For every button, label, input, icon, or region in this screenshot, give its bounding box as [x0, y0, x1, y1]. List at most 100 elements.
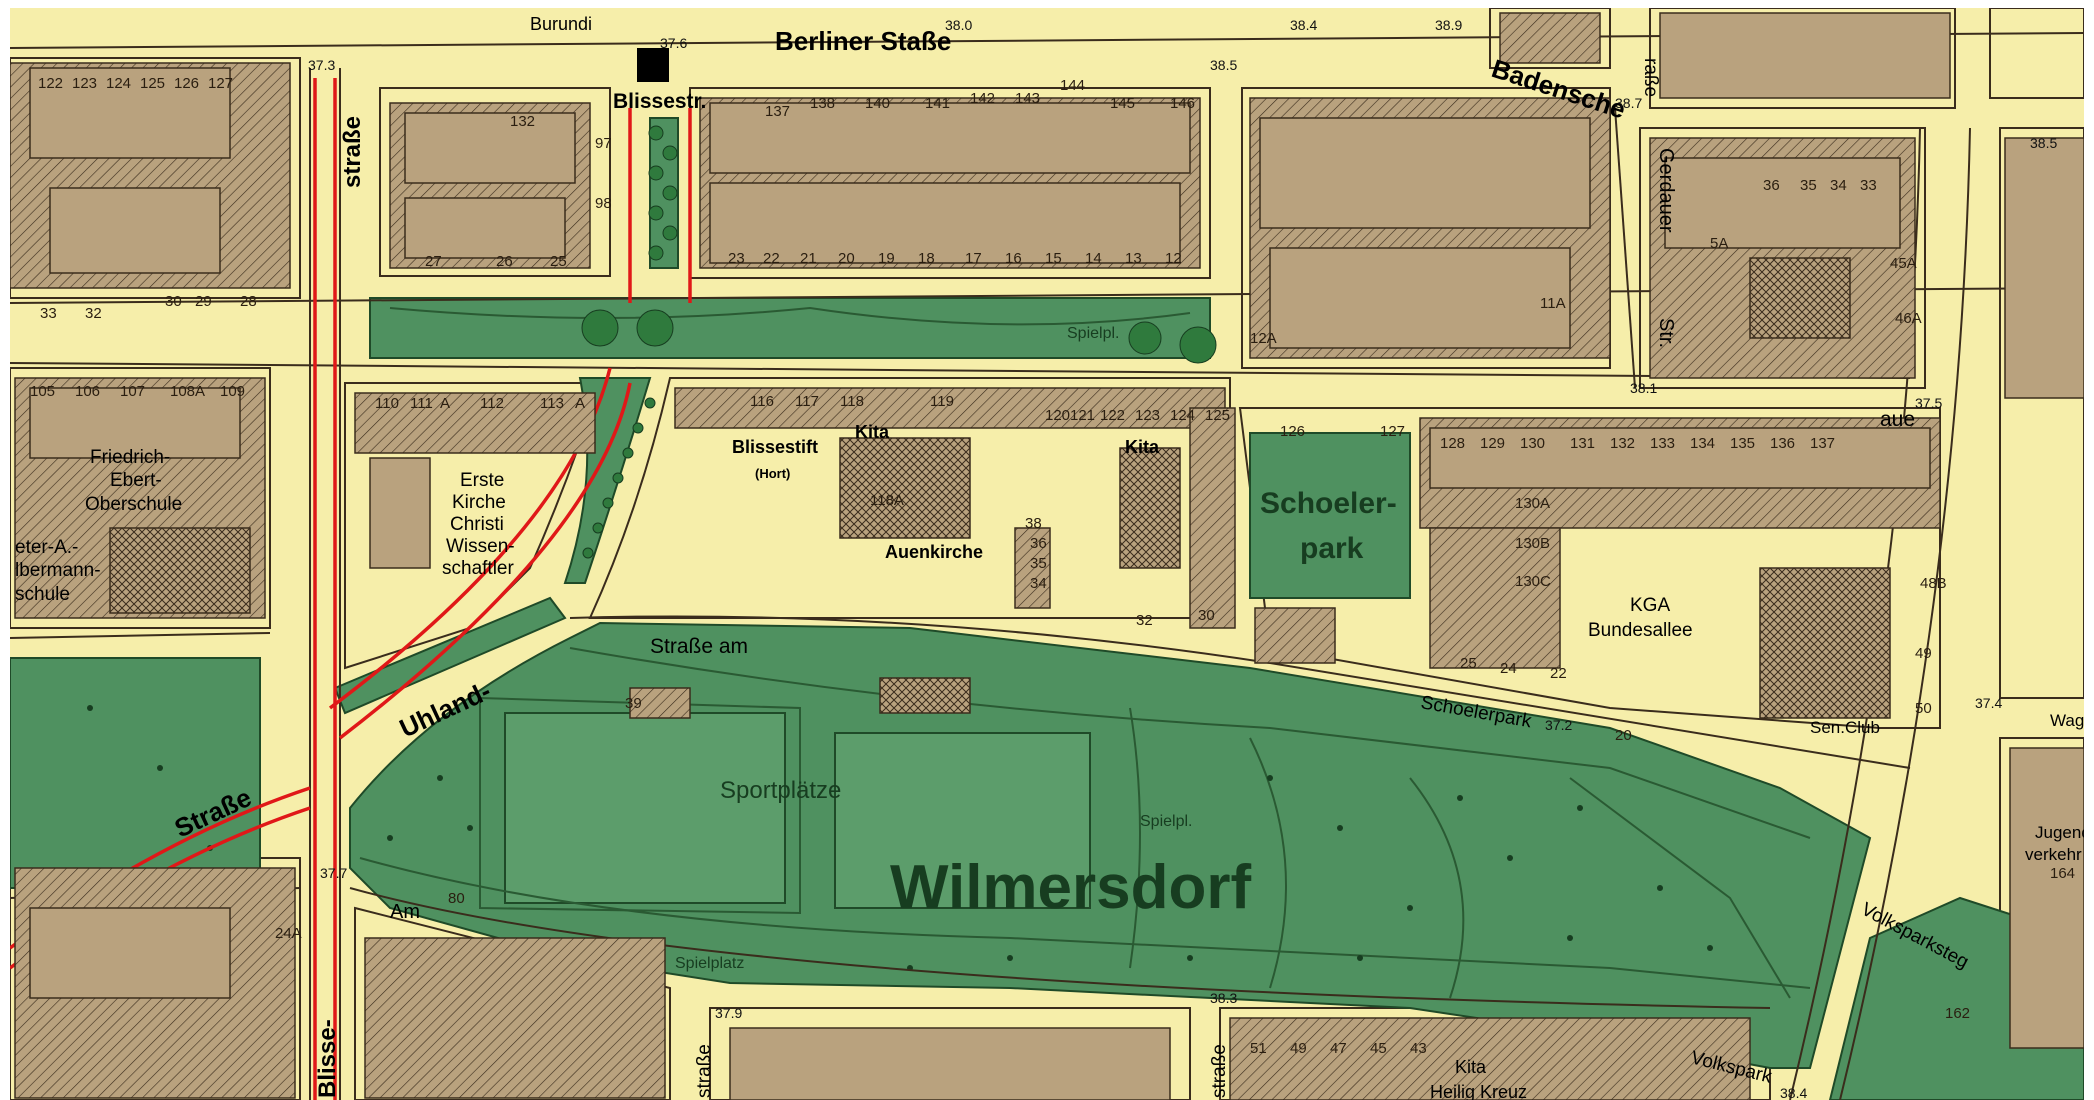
- street-blisse-bottom: Blisse-: [314, 1019, 341, 1098]
- svg-text:130C: 130C: [1515, 573, 1551, 590]
- label-school-6: schule: [15, 584, 70, 605]
- svg-text:38.7: 38.7: [1615, 95, 1642, 111]
- label-church-3: Christi: [450, 514, 504, 535]
- svg-text:26: 26: [496, 253, 513, 270]
- svg-text:50: 50: [1915, 700, 1932, 717]
- place-labels: Blissestift (Hort) Kita Kita Kita Heilig…: [15, 422, 2084, 1100]
- svg-text:13: 13: [1125, 250, 1142, 267]
- label-hort: (Hort): [755, 466, 790, 481]
- svg-text:21: 21: [800, 250, 817, 267]
- svg-text:49: 49: [1915, 645, 1932, 662]
- svg-text:25: 25: [1460, 655, 1477, 672]
- tree-symbols: [87, 705, 1713, 971]
- svg-text:37.4: 37.4: [1975, 695, 2002, 711]
- elevation-points: 37.6 38.0 38.5 38.4 38.9 38.7 37.3 38.1 …: [308, 17, 2057, 1100]
- svg-text:19: 19: [878, 250, 895, 267]
- street-top-right: raße: [1640, 58, 1661, 97]
- svg-text:37.6: 37.6: [660, 35, 687, 51]
- svg-text:32: 32: [1136, 612, 1153, 629]
- svg-text:16: 16: [1005, 250, 1022, 267]
- svg-text:137: 137: [1810, 435, 1835, 452]
- svg-text:20: 20: [838, 250, 855, 267]
- svg-text:125: 125: [1205, 407, 1230, 424]
- svg-text:14: 14: [1085, 250, 1102, 267]
- svg-text:29: 29: [195, 293, 212, 310]
- svg-text:113: 113: [540, 395, 564, 412]
- svg-text:24A: 24A: [275, 925, 302, 942]
- svg-text:131: 131: [1570, 435, 1595, 452]
- subway-label[interactable]: Blissestr.: [613, 90, 706, 113]
- street-gerdauer-1: Gerdauer: [1655, 148, 1677, 233]
- svg-text:38.0: 38.0: [945, 17, 972, 33]
- svg-text:98: 98: [595, 195, 612, 212]
- svg-text:37.7: 37.7: [320, 865, 347, 881]
- svg-text:36: 36: [1030, 535, 1047, 552]
- subway-station[interactable]: U Blissestr.: [613, 48, 706, 113]
- map-view[interactable]: U Blissestr. Berliner Staße Burundi Bade…: [10, 8, 2084, 1100]
- label-school-1: Friedrich-: [90, 447, 170, 468]
- street-lower-mid: straße: [1209, 1044, 1230, 1098]
- svg-text:38: 38: [1025, 515, 1042, 532]
- label-wilmersdorf: Wilmersdorf: [890, 853, 1252, 922]
- map-canvas[interactable]: U Blissestr. Berliner Staße Burundi Bade…: [10, 8, 2084, 1100]
- svg-text:125: 125: [140, 75, 165, 92]
- label-jugend-2: verkehr: [2025, 845, 2082, 864]
- subway-icon[interactable]: [637, 48, 669, 82]
- svg-text:5A: 5A: [1710, 235, 1728, 252]
- sport-fields: [479, 696, 1091, 915]
- label-schoelerpark-1: Schoeler-: [1260, 487, 1397, 520]
- svg-text:128: 128: [1440, 435, 1465, 452]
- svg-text:118: 118: [840, 393, 864, 410]
- label-jugend-1: Jugend: [2035, 823, 2084, 842]
- svg-text:38.9: 38.9: [1435, 17, 1462, 33]
- svg-text:107: 107: [120, 383, 145, 400]
- svg-text:132: 132: [1610, 435, 1635, 452]
- svg-text:133: 133: [1650, 435, 1675, 452]
- svg-text:97: 97: [595, 135, 612, 152]
- svg-text:A: A: [575, 395, 585, 412]
- svg-text:138: 138: [810, 95, 835, 112]
- subway-symbol: U: [644, 52, 663, 82]
- svg-text:130A: 130A: [1515, 495, 1550, 512]
- label-heilig-kreuz: Heilig Kreuz: [1430, 1082, 1527, 1100]
- label-church-4: Wissen-: [446, 536, 515, 557]
- label-kga-2: Bundesallee: [1588, 620, 1693, 641]
- park-paths: [359, 306, 1811, 999]
- label-blissestift: Blissestift: [732, 437, 818, 457]
- street-am: Straße am: [650, 635, 748, 658]
- svg-text:30: 30: [165, 293, 182, 310]
- label-church-2: Kirche: [452, 492, 506, 513]
- svg-text:18: 18: [918, 250, 935, 267]
- svg-text:38.1: 38.1: [1630, 380, 1657, 396]
- label-sportplaetze: Sportplätze: [720, 777, 841, 804]
- svg-text:38.4: 38.4: [1290, 17, 1317, 33]
- svg-text:39: 39: [625, 695, 642, 712]
- svg-text:23: 23: [728, 250, 745, 267]
- svg-text:36: 36: [1763, 177, 1780, 194]
- svg-text:122: 122: [38, 75, 63, 92]
- street-blisse-top: straße: [339, 116, 366, 188]
- svg-text:33: 33: [40, 305, 57, 322]
- svg-text:49: 49: [1290, 1040, 1307, 1057]
- svg-text:127: 127: [208, 75, 233, 92]
- label-kita-2: Kita: [1125, 437, 1160, 457]
- svg-text:12: 12: [1165, 250, 1182, 267]
- svg-text:126: 126: [1280, 423, 1305, 440]
- svg-text:48B: 48B: [1920, 575, 1947, 592]
- label-senclub: Sen.Club: [1810, 718, 1880, 737]
- label-church-1: Erste: [460, 470, 504, 491]
- label-kita-3: Kita: [1455, 1057, 1487, 1077]
- svg-text:37.5: 37.5: [1915, 395, 1942, 411]
- svg-text:25: 25: [550, 253, 567, 270]
- svg-text:38.5: 38.5: [1210, 57, 1237, 73]
- svg-text:11A: 11A: [1540, 295, 1566, 312]
- svg-text:111: 111: [410, 395, 433, 412]
- label-school-4: eter-A.-: [15, 537, 78, 558]
- svg-text:126: 126: [174, 75, 199, 92]
- svg-text:130B: 130B: [1515, 535, 1550, 552]
- svg-text:135: 135: [1730, 435, 1755, 452]
- svg-text:117: 117: [795, 393, 819, 410]
- svg-text:134: 134: [1690, 435, 1715, 452]
- label-kita-1: Kita: [855, 422, 890, 442]
- label-auenkirche: Auenkirche: [885, 542, 983, 562]
